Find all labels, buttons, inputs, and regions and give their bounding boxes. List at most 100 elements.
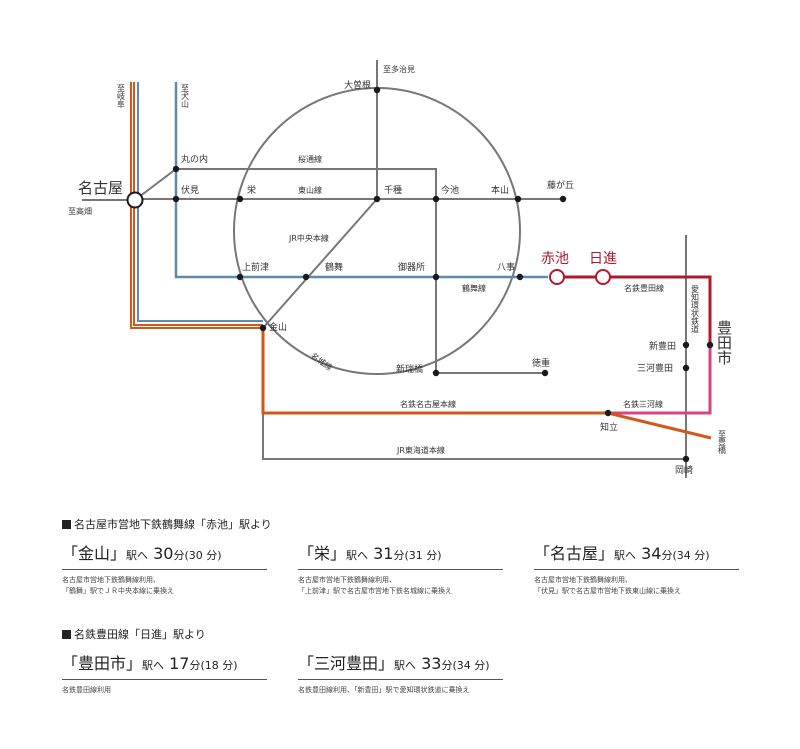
station-yagoto-marker[interactable]	[516, 273, 524, 281]
square-bullet-icon	[62, 630, 71, 639]
route-note-line2: 「鶴舞」駅でＪＲ中央本線に乗換え	[62, 587, 174, 595]
label-dir-gifu: 至岐阜	[117, 84, 126, 109]
label-okazaki: 岡崎	[675, 464, 693, 476]
route-minutes: 17	[169, 654, 190, 673]
route-map: 名古屋 丸の内 伏見 栄 千種 今池 本山 藤が丘 大曽根 上前津 鶴舞 御器所…	[68, 60, 733, 478]
label-dir-tajimi: 至多治見	[383, 64, 415, 74]
station-fushimi-marker[interactable]	[172, 195, 180, 203]
meitetsu-nagoya-line-south	[261, 328, 712, 440]
station-aratamabashi-marker[interactable]	[432, 369, 440, 377]
label-dir-takabata: 至高畑	[68, 206, 92, 216]
route-note: 名古屋市営地下鉄鶴舞線利用、 「上前津」駅で名古屋市営地下鉄名城線に乗換え	[298, 575, 503, 597]
station-ozone-marker[interactable]	[373, 86, 381, 94]
label-nisshin: 日進	[589, 251, 617, 267]
station-chikusa-marker[interactable]	[373, 195, 381, 203]
station-nisshin-marker[interactable]	[595, 269, 611, 285]
station-tokushige-marker[interactable]	[541, 369, 549, 377]
label-nagoya: 名古屋	[78, 179, 123, 197]
label-akaike: 赤池	[541, 251, 569, 267]
route-minutes: 30	[153, 544, 174, 563]
route-card-toyotashi: 「豊田市」駅へ 17分(18 分) 名鉄豊田線利用	[62, 650, 267, 696]
label-meitetsu-toyota: 名鉄豊田線	[624, 283, 664, 293]
route-note: 名古屋市営地下鉄鶴舞線利用、 「鶴舞」駅でＪＲ中央本線に乗換え	[62, 575, 267, 597]
label-aichi-kanjo: 愛知環状鉄道	[691, 284, 700, 334]
route-note-line1: 名古屋市営地下鉄鶴舞線利用、	[298, 576, 396, 584]
label-chuo: JR中央本線	[288, 233, 329, 243]
label-tokushige: 徳重	[532, 357, 550, 369]
station-kamimaezu-marker[interactable]	[236, 273, 244, 281]
route-eki: 駅へ	[126, 549, 149, 562]
meitetsu-mikawa-line	[608, 345, 712, 415]
route-eki: 駅へ	[394, 659, 417, 672]
route-station: 「豊田市」	[62, 654, 143, 673]
label-sakae: 栄	[247, 184, 256, 196]
route-station: 「金山」	[62, 544, 127, 563]
section2-heading-text: 名鉄豊田線「日進」駅より	[74, 628, 206, 641]
route-note-line2: 「上前津」駅で名古屋市営地下鉄名城線に乗換え	[298, 587, 452, 595]
station-akaike-marker[interactable]	[549, 269, 565, 285]
jr-tokaido-line	[262, 328, 686, 460]
route-unit: 分	[173, 549, 185, 562]
label-fushimi: 伏見	[181, 184, 199, 196]
route-eki: 駅へ	[346, 549, 369, 562]
label-shintoyota: 新豊田	[649, 340, 676, 352]
route-eki: 駅へ	[142, 659, 165, 672]
label-fujigaoka: 藤が丘	[547, 179, 574, 191]
label-marunouchi: 丸の内	[181, 153, 208, 165]
station-marunouchi-marker[interactable]	[172, 165, 180, 173]
sakuradori-line	[134, 168, 545, 374]
route-card-kanayama: 「金山」駅へ 30分(30 分) 名古屋市営地下鉄鶴舞線利用、 「鶴舞」駅でＪＲ…	[62, 540, 267, 597]
section1-heading-text: 名古屋市営地下鉄鶴舞線「赤池」駅より	[74, 518, 272, 531]
tsurumai-line	[174, 82, 548, 279]
route-minutes: 34	[641, 544, 662, 563]
route-unit: 分	[661, 549, 673, 562]
station-sakae-marker[interactable]	[236, 195, 244, 203]
station-nagoya-marker[interactable]	[126, 191, 144, 209]
station-fujigaoka-marker[interactable]	[559, 195, 567, 203]
route-note: 名鉄豊田線利用、「新豊田」駅で愛知環状鉄道に乗換え	[298, 685, 503, 696]
label-mikawatoyota: 三河豊田	[637, 362, 673, 374]
route-note-line2: 「伏見」駅で名古屋市営地下鉄東山線に乗換え	[534, 587, 681, 595]
route-paren: (34 分)	[672, 549, 710, 562]
route-paren: (18 分)	[200, 659, 238, 672]
route-unit: 分	[441, 659, 453, 672]
label-chikusa: 千種	[384, 185, 402, 196]
station-okazaki-marker[interactable]	[682, 455, 690, 463]
label-yagoto: 八事	[497, 261, 515, 273]
route-station: 「三河豊田」	[298, 654, 395, 673]
station-mikawatoyota-marker[interactable]	[682, 364, 690, 372]
station-motoyama-marker[interactable]	[514, 195, 522, 203]
route-note: 名鉄豊田線利用	[62, 685, 267, 696]
section2-heading: 名鉄豊田線「日進」駅より	[62, 626, 206, 642]
label-kanayama: 金山	[269, 321, 287, 333]
route-eki: 駅へ	[614, 549, 637, 562]
label-tsurumai: 鶴舞	[325, 261, 343, 273]
station-toyotashi-marker[interactable]	[706, 341, 714, 349]
station-imaike-marker[interactable]	[432, 195, 440, 203]
station-tsurumai-marker[interactable]	[302, 273, 310, 281]
route-note-line1: 名古屋市営地下鉄鶴舞線利用、	[62, 576, 160, 584]
station-gokiso-marker[interactable]	[432, 273, 440, 281]
label-kamimaezu: 上前津	[242, 261, 269, 273]
route-station: 「名古屋」	[534, 544, 615, 563]
route-card-mikawatoyota: 「三河豊田」駅へ 33分(34 分) 名鉄豊田線利用、「新豊田」駅で愛知環状鉄道…	[298, 650, 503, 696]
label-gokiso: 御器所	[398, 261, 425, 273]
label-ozone: 大曽根	[344, 79, 371, 91]
label-meitetsu-nagoya: 名鉄名古屋本線	[400, 399, 456, 409]
meitetsu-nagoya-line	[130, 82, 263, 329]
label-higashiyama: 東山線	[298, 185, 322, 195]
route-card-sakae: 「栄」駅へ 31分(31 分) 名古屋市営地下鉄鶴舞線利用、 「上前津」駅で名古…	[298, 540, 503, 597]
station-chiryu-marker[interactable]	[604, 409, 612, 417]
station-kanayama-marker[interactable]	[259, 324, 267, 332]
route-minutes: 33	[421, 654, 442, 673]
route-card-nagoya: 「名古屋」駅へ 34分(34 分) 名古屋市営地下鉄鶴舞線利用、 「伏見」駅で名…	[534, 540, 739, 597]
route-note-line1: 名古屋市営地下鉄鶴舞線利用、	[534, 576, 632, 584]
route-note: 名古屋市営地下鉄鶴舞線利用、 「伏見」駅で名古屋市営地下鉄東山線に乗換え	[534, 575, 739, 597]
station-shintoyota-marker[interactable]	[682, 341, 690, 349]
route-main: 「金山」駅へ 30分(30 分)	[62, 540, 267, 570]
route-main: 「名古屋」駅へ 34分(34 分)	[534, 540, 739, 570]
label-tokaido: JR東海道本線	[396, 445, 445, 455]
label-imaike: 今池	[441, 184, 459, 196]
label-tsurumai-line: 鶴舞線	[462, 283, 486, 293]
label-meitetsu-mikawa: 名鉄三河線	[623, 399, 663, 409]
